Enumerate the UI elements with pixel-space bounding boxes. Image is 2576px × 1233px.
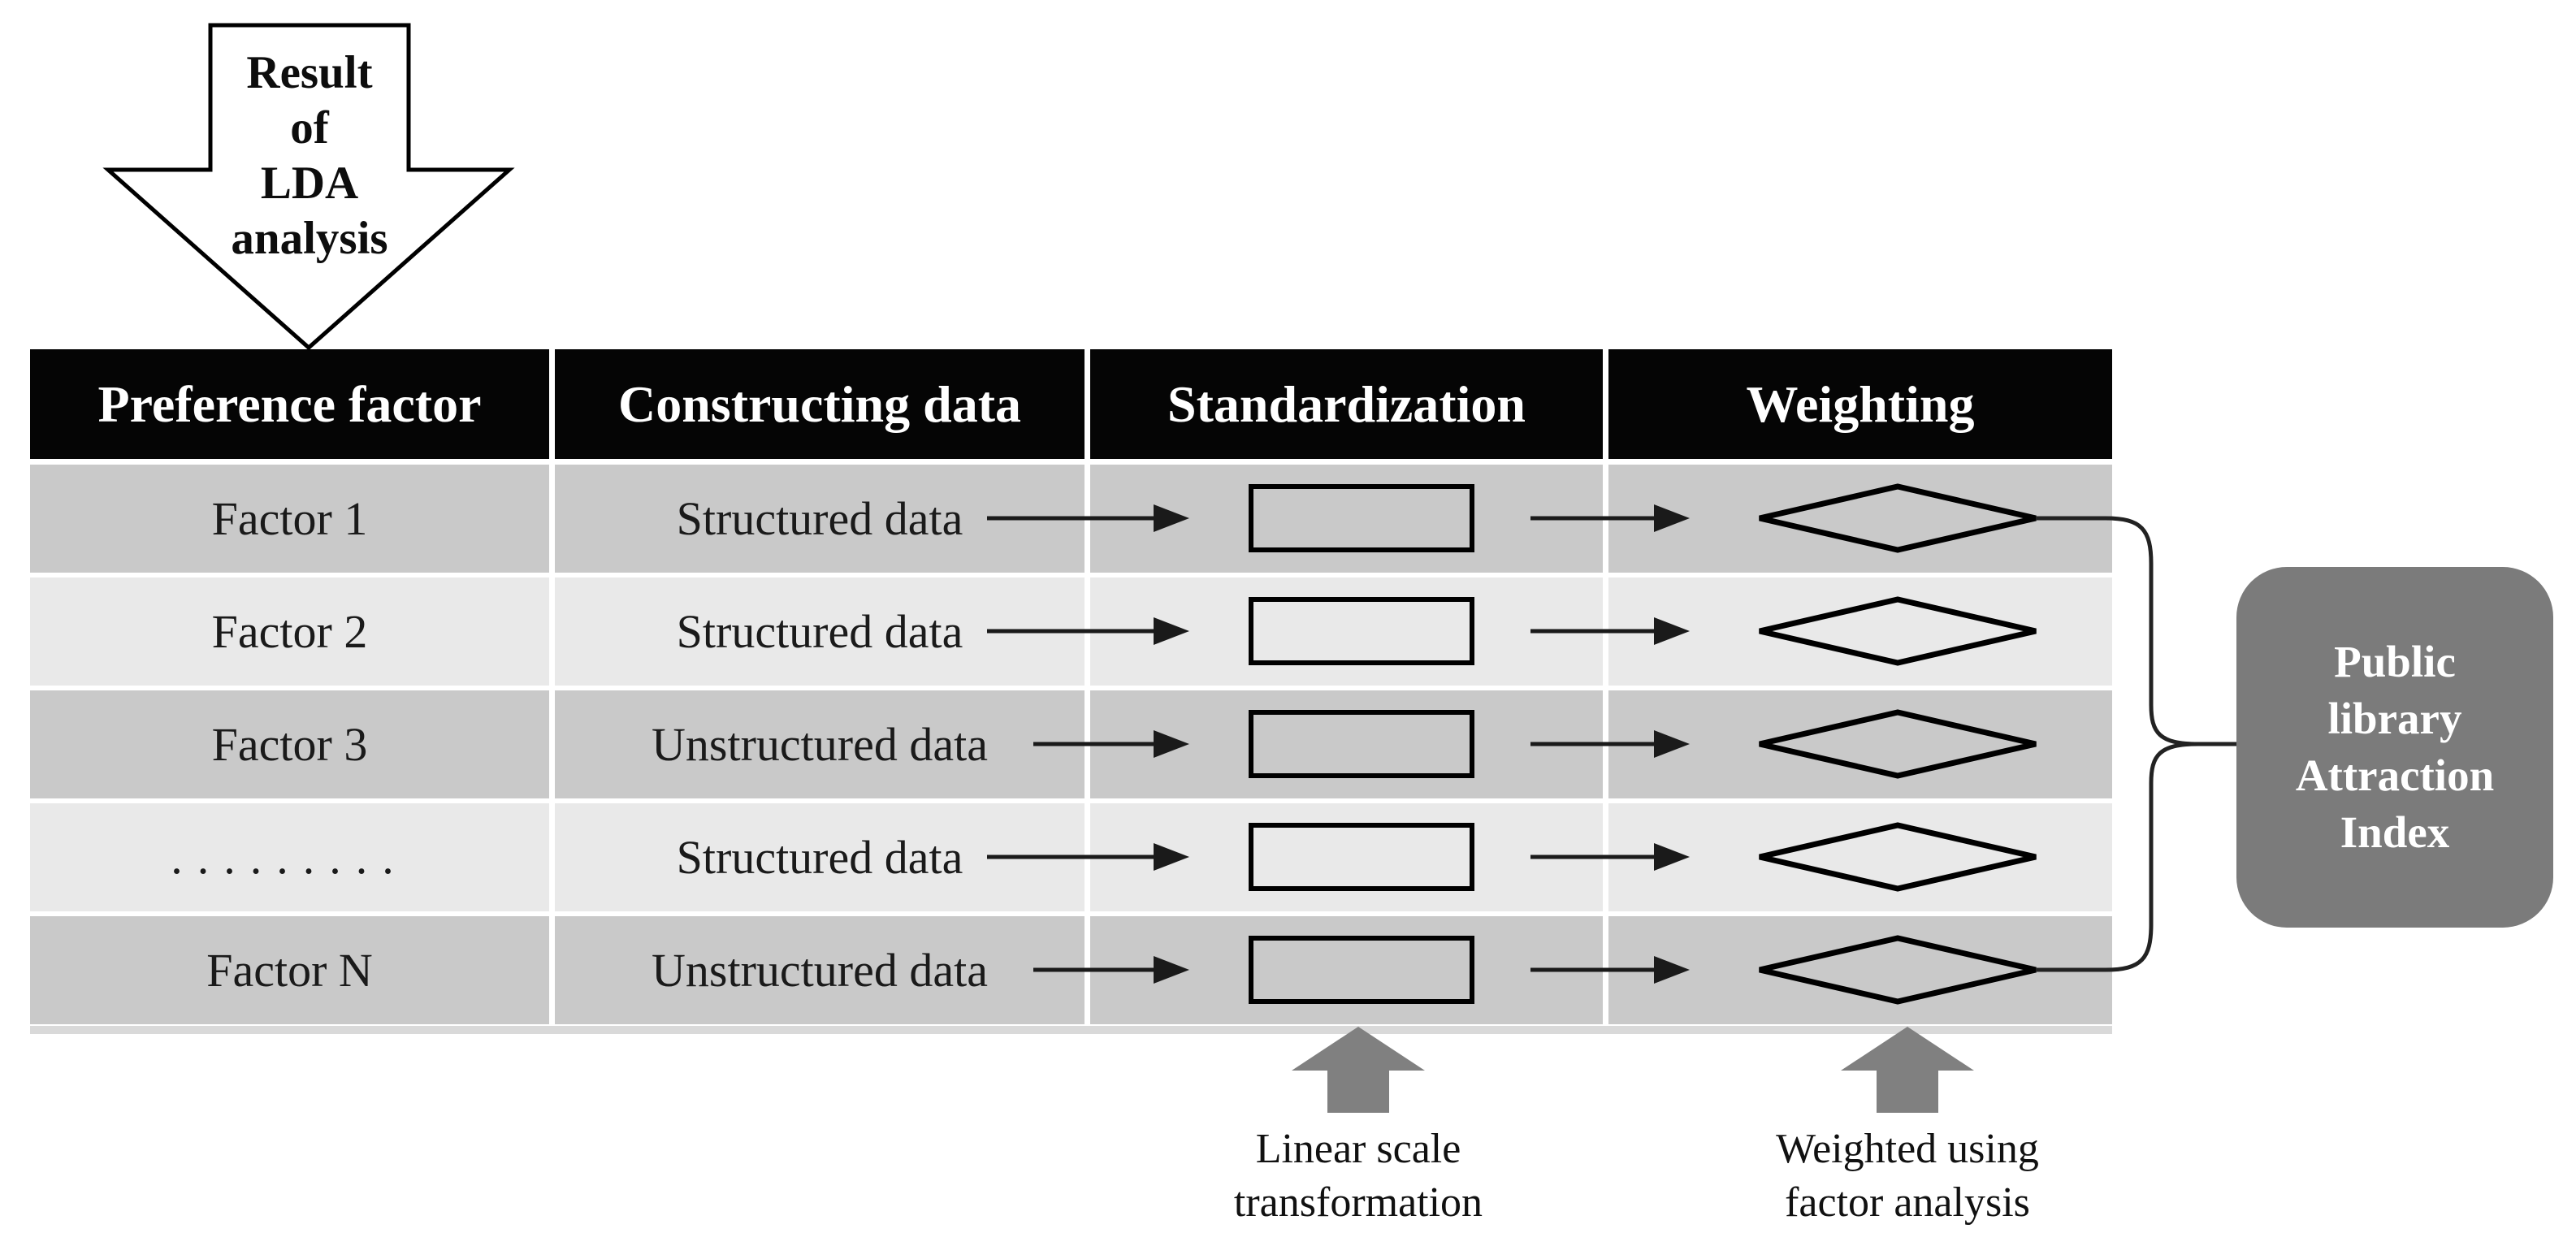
- header-cell-preference-factor: Preference factor: [30, 349, 549, 459]
- table-row-factor-cell: .........: [30, 803, 549, 911]
- standardization-cell: [1090, 803, 1603, 911]
- weighting-cell: [1608, 578, 2112, 686]
- data-label: Structured data: [676, 605, 963, 658]
- output-box: Public library Attraction Index: [2236, 567, 2553, 928]
- factor-label: Factor 1: [211, 492, 368, 545]
- table-row-factor-cell: Factor N: [30, 916, 549, 1024]
- data-label: Unstructured data: [652, 944, 988, 997]
- data-label: Unstructured data: [652, 718, 988, 771]
- table-row-data-cell: Unstructured data: [555, 916, 1085, 1024]
- factor-label: Factor N: [206, 944, 373, 997]
- table-row-factor-cell: Factor 2: [30, 578, 549, 686]
- factor-label: Factor 2: [211, 605, 368, 658]
- header-cell-weighting: Weighting: [1608, 349, 2112, 459]
- header-label: Standardization: [1167, 374, 1526, 433]
- weighting-cell: [1608, 690, 2112, 798]
- standardization-cell: [1090, 465, 1603, 573]
- table-row-factor-cell: Factor 1: [30, 465, 549, 573]
- output-box-label: Public library Attraction Index: [2295, 637, 2495, 857]
- weighting-cell: [1608, 916, 2112, 1024]
- standardization-cell: [1090, 916, 1603, 1024]
- standardization-cell: [1090, 578, 1603, 686]
- header-cell-standardization: Standardization: [1090, 349, 1603, 459]
- table-row-data-cell: Unstructured data: [555, 690, 1085, 798]
- standardization-annotation: Linear scale transformation: [1233, 1126, 1483, 1226]
- weighting-annotation: Weighted using factor analysis: [1776, 1126, 2039, 1226]
- table-row-data-cell: Structured data: [555, 578, 1085, 686]
- block-arrow-up-icon: [1841, 1027, 1974, 1113]
- header-label: Constructing data: [617, 374, 1022, 433]
- table-row-data-cell: Structured data: [555, 465, 1085, 573]
- table-row-data-cell: Structured data: [555, 803, 1085, 911]
- lda-result-arrow-label: Result of LDA analysis: [231, 47, 388, 264]
- data-label: Structured data: [676, 831, 963, 884]
- table-row-factor-cell: Factor 3: [30, 690, 549, 798]
- header-label: Weighting: [1746, 374, 1975, 433]
- factor-label: Factor 3: [211, 718, 368, 771]
- weighting-cell: [1608, 803, 2112, 911]
- header-cell-constructing-data: Constructing data: [555, 349, 1085, 459]
- data-label: Structured data: [676, 492, 963, 545]
- weighting-cell: [1608, 465, 2112, 573]
- header-label: Preference factor: [97, 374, 482, 433]
- factor-label: .........: [171, 831, 409, 884]
- standardization-cell: [1090, 690, 1603, 798]
- table-bottom-strip: [30, 1026, 2112, 1034]
- block-arrow-up-icon: [1292, 1027, 1425, 1113]
